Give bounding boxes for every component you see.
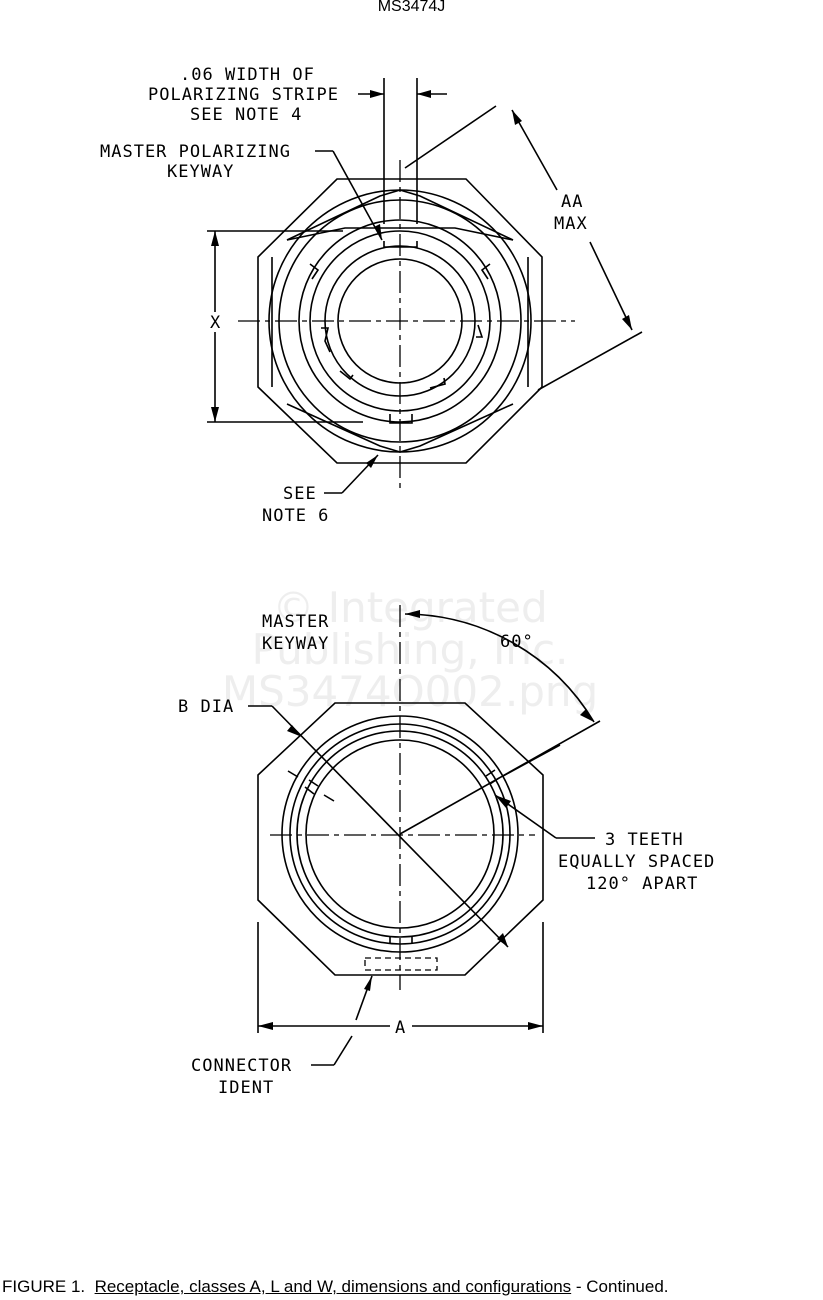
- watermark: © Integrated Publishing, Inc. MS3474O002…: [222, 583, 598, 716]
- caption-suffix: - Continued.: [571, 1277, 669, 1296]
- top-view-labels: .06 WIDTH OF POLARIZING STRIPE SEE NOTE …: [100, 65, 588, 526]
- arrowhead: [370, 90, 384, 98]
- connector-ident-label: IDENT: [218, 1078, 274, 1098]
- connector-ident-box: [364, 957, 438, 971]
- arrowhead: [512, 110, 522, 125]
- outer-shell-outline: [257, 702, 544, 976]
- arrowhead: [405, 610, 420, 618]
- watermark-line: Publishing, Inc.: [252, 625, 569, 674]
- note6-label: SEE: [283, 484, 317, 504]
- arrowhead: [374, 224, 382, 240]
- top-view-receptacle: [207, 78, 643, 494]
- b-dia-line: [271, 705, 509, 948]
- arrowhead: [366, 455, 378, 468]
- arrowhead: [495, 795, 511, 808]
- arrowhead: [580, 709, 594, 722]
- keyway-label: KEYWAY: [167, 162, 234, 182]
- keyway-label: MASTER POLARIZING: [100, 142, 291, 162]
- x-dimension-label: X: [210, 313, 221, 333]
- teeth-label: 3 TEETH: [605, 830, 684, 850]
- arrowhead: [287, 725, 302, 737]
- bottom-view-receptacle: [248, 605, 601, 1066]
- angle-arc: [404, 613, 595, 723]
- document-id-header: MS3474J: [377, 0, 446, 15]
- tooth: [304, 779, 319, 795]
- outer-shell-outline: [257, 178, 543, 464]
- bottom-view-labels: MASTER KEYWAY 60° B DIA 3 TEETH EQUALLY …: [178, 612, 715, 1098]
- bayonet-lugs: [309, 263, 491, 389]
- note6-label: NOTE 6: [262, 506, 329, 526]
- teeth-label: EQUALLY SPACED: [558, 852, 715, 872]
- tooth: [389, 936, 413, 944]
- aa-label: MAX: [554, 214, 588, 234]
- watermark-line: © Integrated: [272, 583, 547, 632]
- aa-extension-line: [537, 331, 643, 391]
- arrowhead: [211, 407, 219, 422]
- teeth-label: 120° APART: [586, 874, 698, 894]
- bottom-key: [389, 414, 413, 424]
- arrowhead: [364, 976, 372, 991]
- figure-caption: FIGURE 1. Receptacle, classes A, L and W…: [2, 1277, 669, 1297]
- stripe-label: SEE NOTE 4: [190, 105, 302, 125]
- stripe-label: POLARIZING STRIPE: [148, 85, 339, 105]
- arrowhead: [417, 90, 431, 98]
- arrowhead: [622, 315, 632, 330]
- connector-ident-label: CONNECTOR: [191, 1056, 292, 1076]
- sixty-degree-line: [399, 720, 601, 835]
- master-keyway-label: KEYWAY: [262, 634, 329, 654]
- angle-label: 60°: [500, 632, 534, 652]
- b-dia-label: B DIA: [178, 697, 234, 717]
- caption-title: Receptacle, classes A, L and W, dimensio…: [94, 1277, 572, 1296]
- aa-extension-line: [404, 105, 497, 169]
- arrowhead: [528, 1022, 543, 1030]
- a-dimension-label: A: [395, 1018, 406, 1038]
- stripe-label: .06 WIDTH OF: [180, 65, 315, 85]
- watermark-line: MS3474O002.png: [222, 667, 598, 716]
- arrowhead: [497, 933, 508, 947]
- arrowhead: [211, 231, 219, 246]
- inner-flats-outline: [271, 189, 529, 453]
- aa-label: AA: [561, 192, 583, 212]
- arrowhead: [258, 1022, 273, 1030]
- master-keyway-label: MASTER: [262, 612, 329, 632]
- caption-prefix: FIGURE 1.: [2, 1277, 86, 1296]
